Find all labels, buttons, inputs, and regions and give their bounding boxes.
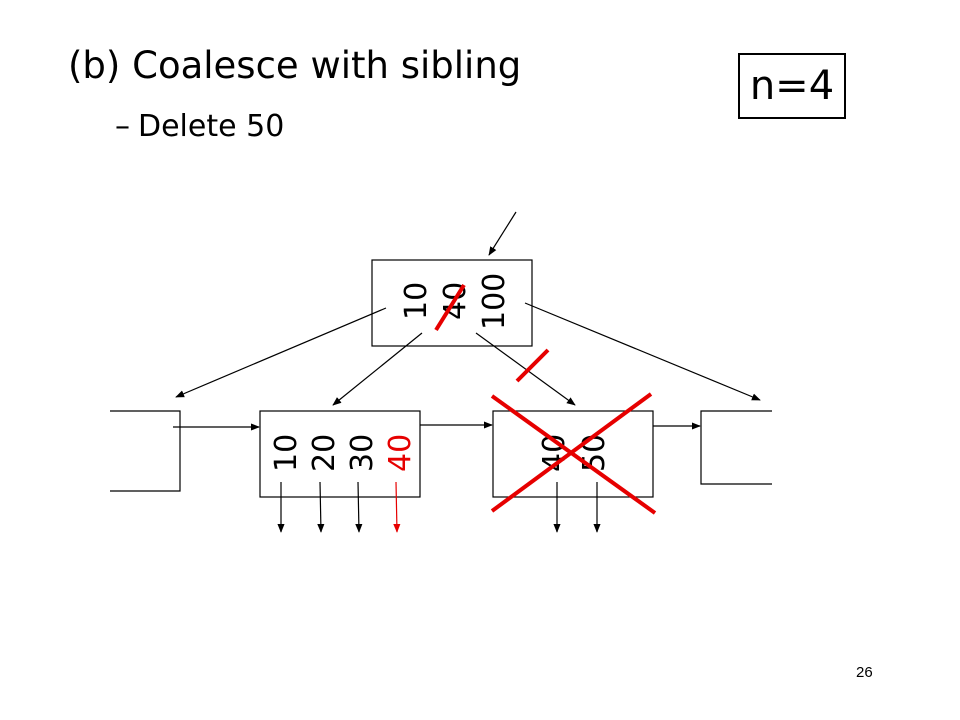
root-incoming-arrow [488, 211, 517, 256]
left-leaf-record-pointer-4 [393, 481, 401, 533]
order-label-box: n=4 [738, 53, 846, 119]
root-key-40-strike [434, 283, 466, 332]
slide-title: (b) Coalesce with sibling [68, 44, 522, 87]
subtitle-text: Delete 50 [138, 109, 285, 144]
root-key-10: 10 [399, 282, 434, 320]
page-number: 26 [856, 664, 873, 681]
root-pointer-far-right [524, 302, 761, 401]
order-label: n=4 [749, 63, 835, 109]
root-pointer-left-leaf [332, 332, 423, 406]
left-leaf-record-pointer-3 [355, 481, 363, 533]
pointer-cut-mark [515, 348, 550, 383]
right-leaf-key-50: 50 [577, 434, 612, 472]
far-left-node [110, 410, 181, 492]
removed-leaf-x-stroke-2 [490, 392, 653, 513]
left-leaf-key-20: 20 [307, 434, 342, 472]
left-leaf-key-40-moved: 40 [383, 434, 418, 472]
removed-leaf-x-stroke-1 [490, 394, 657, 515]
left-leaf-key-10: 10 [269, 434, 304, 472]
bullet-dash: – [115, 109, 130, 144]
root-pointer-right-leaf [475, 332, 576, 406]
left-leaf-record-pointer-2 [317, 481, 325, 533]
left-leaf-node [259, 410, 421, 498]
root-pointer-far-left [175, 307, 387, 398]
far-right-node [700, 410, 772, 485]
slide-subtitle: –Delete 50 [115, 110, 284, 143]
root-key-100: 100 [477, 273, 512, 330]
left-leaf-key-30: 30 [345, 434, 380, 472]
